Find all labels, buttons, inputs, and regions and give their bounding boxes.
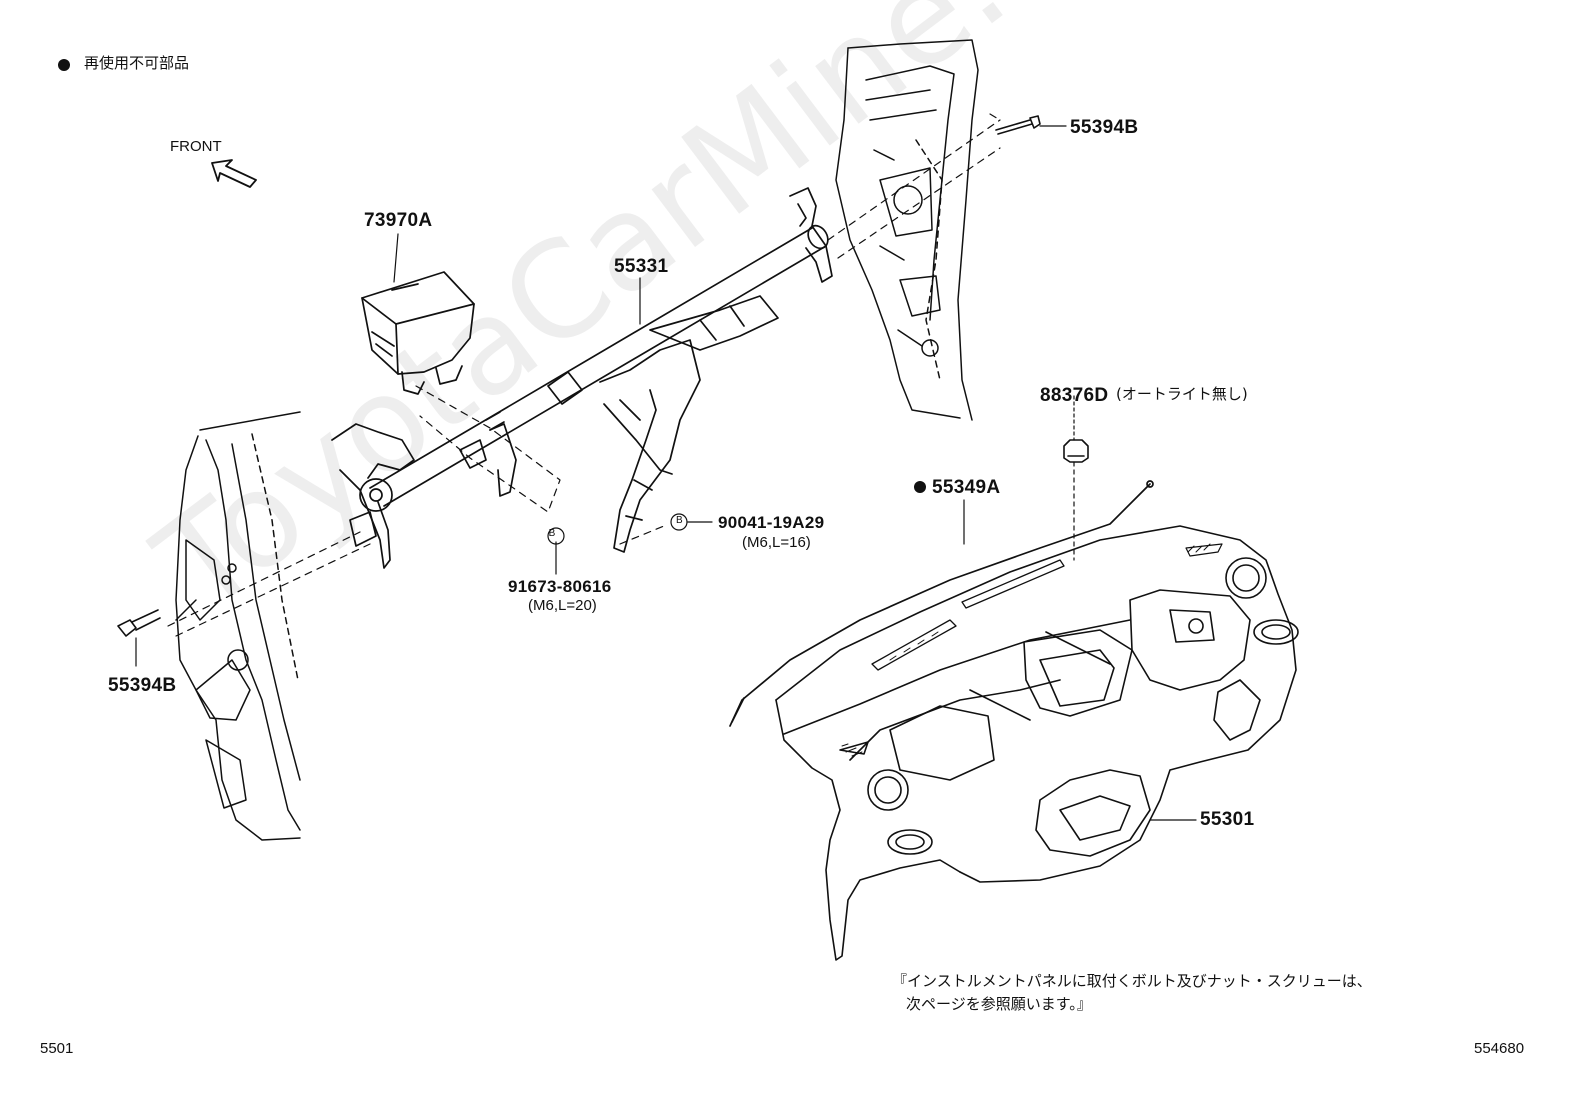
marker-b-left-text: B [548,528,556,539]
instrument-panel-assembly [775,525,1299,961]
footer-page-code: 5501 [40,1040,74,1057]
part-55349a-strip [729,480,1154,727]
installation-guide-lines [167,113,1001,637]
label-91673-80616[interactable]: 91673-80616 [508,577,612,596]
right-body-panel [835,39,979,421]
bolt-55394b-bottom-icon [117,609,161,637]
non-reusable-legend-dot-icon [58,59,70,71]
left-body-panel [175,411,301,841]
note-line-2: 次ページを参照願います。』 [906,995,1092,1013]
label-55349a[interactable]: 55349A [932,477,1001,498]
label-88376d[interactable]: 88376D [1040,385,1109,406]
label-55331[interactable]: 55331 [614,256,669,277]
label-91673-spec: (M6,L=20) [528,597,597,614]
note-line-1: 『インストルメントパネルに取付くボルト及びナット・スクリューは、 [892,972,1372,990]
label-90041-19a29[interactable]: 90041-19A29 [718,513,825,532]
bolt-55394b-top-icon [995,115,1041,135]
label-55394b-top[interactable]: 55394B [1070,117,1139,138]
marker-b-right-text: B [676,515,683,526]
footer-illustration-code: 554680 [1474,1040,1525,1057]
marker-b-left-icon [547,527,565,545]
front-label: FRONT [170,138,222,155]
part-73970a-housing [361,271,475,395]
leader-lines [135,125,1197,821]
marker-b-right-icon [670,513,688,531]
label-55301[interactable]: 55301 [1200,809,1255,830]
front-arrow-icon [211,159,257,188]
label-88376d-note: (オートライト無し) [1116,385,1248,403]
label-90041-spec: (M6,L=16) [742,534,811,551]
cross-car-beam [331,187,833,569]
label-55394b-bottom[interactable]: 55394B [108,675,177,696]
label-73970a[interactable]: 73970A [364,210,433,231]
non-reusable-dot-icon [914,481,926,493]
part-88376d-sensor [1063,439,1089,463]
legend-text: 再使用不可部品 [84,54,190,72]
